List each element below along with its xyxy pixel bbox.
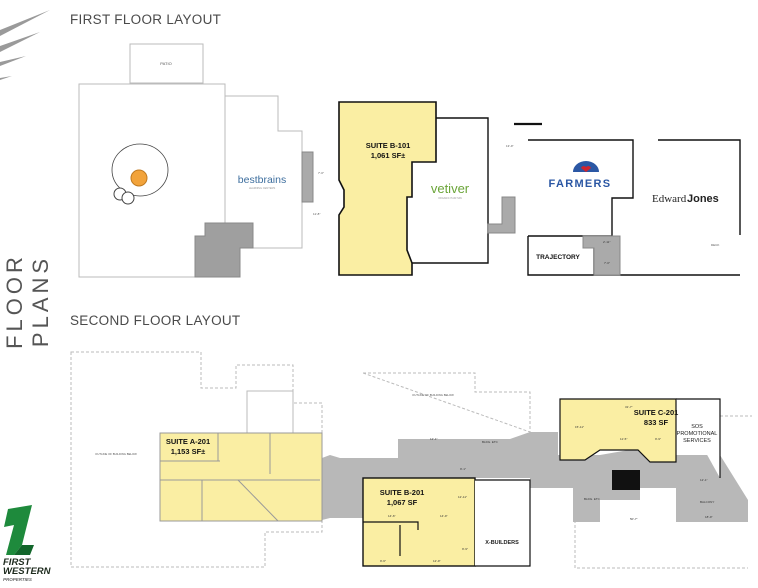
logo-western: WESTERN bbox=[3, 566, 51, 577]
patio-label: PATIO bbox=[160, 61, 171, 66]
edward-jones-logo-jones: Jones bbox=[687, 193, 719, 205]
suite-c-201[interactable] bbox=[559, 398, 677, 463]
dimension-label: 12'-1" bbox=[430, 437, 438, 441]
sos-space bbox=[676, 398, 721, 478]
vetiver-sub: ORGANIC HAIR SPA bbox=[438, 197, 462, 200]
first-western-logo bbox=[4, 505, 34, 555]
logo-properties: PROPERTIES bbox=[3, 577, 32, 582]
dimension-label: 9'-6" bbox=[380, 559, 386, 563]
dimension-label: 12'-9" bbox=[433, 559, 441, 563]
logo-first: FIRST bbox=[3, 557, 31, 568]
outline-label: OUTLINE OF BUILDING BELOW bbox=[95, 452, 137, 456]
dimension-label: 14'-6" bbox=[388, 514, 396, 518]
dimension-label: 7'-0" bbox=[318, 171, 324, 175]
dimension-label: 50'-7" bbox=[630, 517, 638, 521]
best-brains-sub: LEARNING CENTERS bbox=[249, 186, 276, 190]
suite-b-201-area: 1,067 SF bbox=[387, 498, 418, 507]
suite-a-201[interactable] bbox=[159, 432, 323, 522]
farmers-umbrella-icon bbox=[573, 161, 599, 172]
dimension-label: 31'-7" bbox=[625, 405, 633, 409]
dimension-label: 9'-9" bbox=[655, 437, 661, 441]
dimension-label: 18'-9" bbox=[705, 515, 713, 519]
dimension-label: 9'-1" bbox=[460, 467, 466, 471]
common-corridor bbox=[194, 222, 254, 278]
shaft bbox=[612, 470, 640, 490]
dimension-label: 11'-8" bbox=[313, 212, 320, 216]
decorative-stripes bbox=[0, 10, 50, 80]
x-builders-label: X-BUILDERS bbox=[485, 540, 519, 546]
suite-b-101-name: SUITE B-101 bbox=[366, 141, 411, 150]
farmers-logo: FARMERS bbox=[549, 178, 612, 190]
suite-b-201-name: SUITE B-201 bbox=[380, 488, 425, 497]
first-floor-title: FIRST FLOOR LAYOUT bbox=[70, 12, 222, 27]
bldg-etc-label: BLDG. ETC bbox=[482, 440, 499, 444]
bldg-etc-label: BLDG. ETC bbox=[584, 497, 601, 501]
suite-a-201-name: SUITE A-201 bbox=[166, 437, 210, 446]
dimension-label: 14'-9" bbox=[440, 514, 448, 518]
suite-a-201-area: 1,153 SF± bbox=[171, 447, 206, 456]
suite-b-101[interactable] bbox=[338, 101, 437, 276]
second-floor-common-corridor bbox=[322, 432, 748, 522]
dimension-label: 13'-9" bbox=[506, 144, 514, 148]
best-brains-logo: bestbrains bbox=[238, 174, 286, 186]
suite-c-201-name: SUITE C-201 bbox=[634, 408, 679, 417]
dimension-label: 12'-11" bbox=[458, 495, 467, 499]
vetiver-logo: vetiver bbox=[431, 181, 470, 196]
storage-room bbox=[487, 196, 516, 234]
dimension-label: 12'-1" bbox=[700, 478, 708, 482]
stair-room bbox=[246, 390, 294, 434]
building-below-outline bbox=[70, 351, 752, 569]
suite-a-201-walls bbox=[160, 433, 320, 522]
dimension-label: 11'-5" bbox=[620, 437, 627, 441]
outline-label: OUTLINE OF BUILDING BELOW bbox=[412, 393, 454, 397]
vetiver-space bbox=[412, 117, 489, 264]
first-floor-plan: PATIO bbox=[78, 43, 314, 278]
patio-area bbox=[129, 43, 204, 84]
dimension-label: 15'-11" bbox=[575, 425, 584, 429]
second-floor-title: SECOND FLOOR LAYOUT bbox=[70, 313, 241, 328]
sos-label-1: SOS bbox=[691, 424, 703, 430]
dimension-label: 7'-0" bbox=[604, 261, 610, 265]
balcony-label: BALCONY bbox=[700, 500, 714, 504]
trajectory-label: TRAJECTORY bbox=[536, 254, 580, 261]
deck-label: DECK bbox=[711, 243, 719, 247]
suite-b-101-area: 1,061 SF± bbox=[371, 151, 406, 160]
edward-jones-logo-edward: Edward bbox=[652, 193, 687, 205]
sos-label-3: SERVICES bbox=[683, 438, 711, 444]
restroom-core bbox=[582, 235, 621, 276]
x-builders-space bbox=[475, 479, 531, 567]
dimension-label: 9'-9" bbox=[462, 547, 468, 551]
suite-c-201-area: 833 SF bbox=[644, 418, 669, 427]
dimension-label: 2'-11" bbox=[603, 240, 610, 244]
sos-label-2: PROMOTIONAL bbox=[677, 431, 718, 437]
